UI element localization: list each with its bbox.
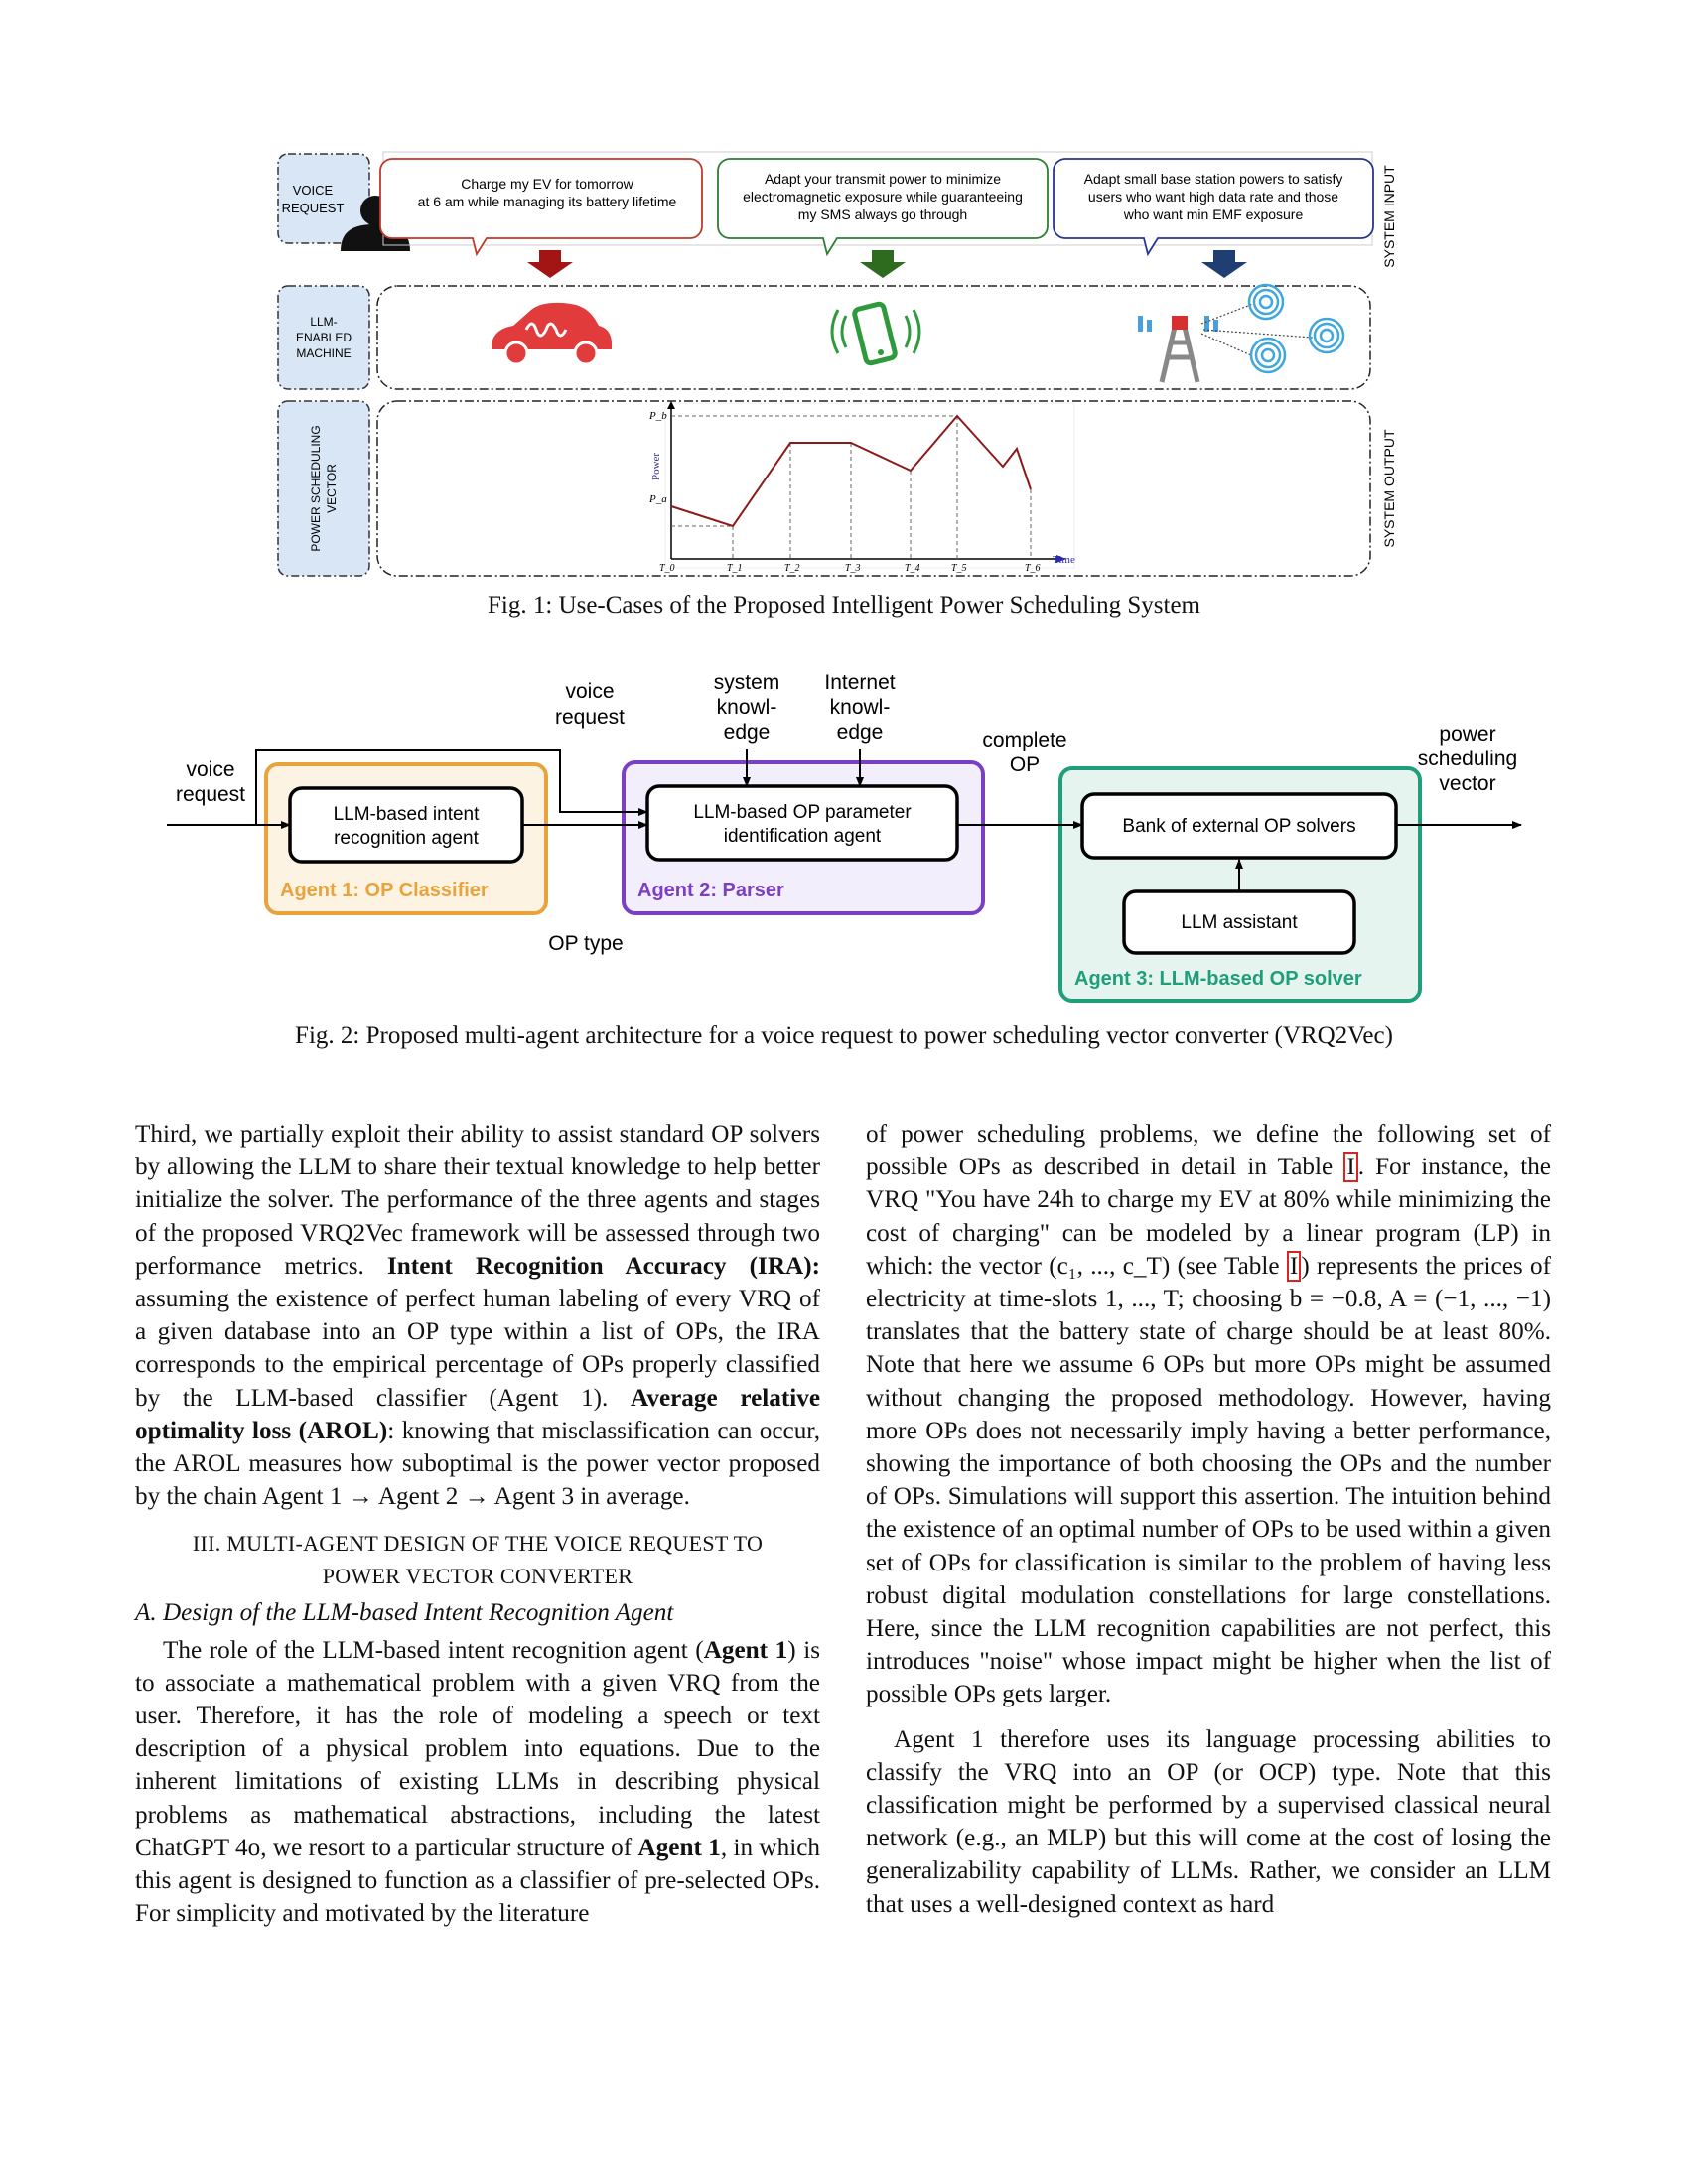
svg-text:Bank of external OP solvers: Bank of external OP solvers: [1122, 816, 1355, 837]
figure-1: VOICE REQUEST LLM- ENABLED MACHINE POWER…: [277, 151, 1397, 577]
agent-1-label: Agent 1: OP Classifier: [280, 880, 489, 901]
subsection-heading: A. Design of the LLM-based Intent Recogn…: [135, 1599, 674, 1627]
svg-text:request: request: [555, 706, 625, 729]
base-station-icon: [1138, 283, 1345, 383]
svg-text:knowl-: knowl-: [717, 696, 777, 719]
svg-text:LLM-: LLM-: [310, 315, 337, 329]
svg-text:MACHINE: MACHINE: [296, 346, 351, 360]
svg-text:Time: Time: [1053, 554, 1075, 566]
agent-1-box: [288, 786, 524, 864]
svg-text:Adapt small base station power: Adapt small base station powers to satis…: [1084, 171, 1343, 187]
svg-text:LLM-based intent: LLM-based intent: [334, 804, 481, 825]
svg-text:voice: voice: [565, 680, 614, 703]
svg-text:edge: edge: [837, 721, 884, 744]
right-paragraph-1: of power scheduling problems, we define …: [866, 1121, 1551, 1708]
power-plot: P_b P_a Power Time T_0 T_1 T_2 T_3 T_4 T…: [648, 401, 1075, 574]
svg-text:P_a: P_a: [648, 493, 667, 505]
svg-text:at 6 am while managing its bat: at 6 am while managing its battery lifet…: [418, 194, 677, 209]
svg-text:edge: edge: [724, 721, 771, 744]
svg-text:complete: complete: [982, 729, 1066, 751]
svg-text:T_3: T_3: [845, 563, 861, 574]
left-paragraph-2: The role of the LLM-based intent recogni…: [135, 1636, 821, 1928]
svg-text:T_6: T_6: [1025, 563, 1041, 574]
agent-2-label: Agent 2: Parser: [637, 880, 784, 901]
svg-text:my SMS always go through: my SMS always go through: [798, 206, 967, 222]
figure-2-caption: Fig. 2: Proposed multi-agent architectur…: [295, 1023, 1393, 1049]
y-axis-arrowhead: [667, 401, 675, 409]
figure-2: LLM-based intent recognition agent Agent…: [167, 671, 1522, 1003]
svg-text:T_2: T_2: [784, 563, 800, 574]
svg-text:POWER SCHEDULING: POWER SCHEDULING: [309, 425, 323, 551]
svg-text:voice: voice: [186, 758, 234, 781]
agent-2-box: [645, 784, 959, 862]
down-arrow-blue: [1201, 250, 1247, 278]
system-output-label: SYSTEM OUTPUT: [1381, 429, 1397, 547]
section-heading: III. MULTI-AGENT DESIGN OF THE VOICE REQ…: [192, 1531, 764, 1589]
svg-text:identification agent: identification agent: [724, 826, 882, 847]
down-arrow-green: [860, 250, 906, 278]
x-axis-arrowhead: [1056, 555, 1066, 563]
svg-text:ENABLED: ENABLED: [296, 331, 352, 344]
svg-text:Internet: Internet: [824, 671, 895, 694]
row-label-voice-line1: VOICE: [293, 183, 334, 198]
svg-text:Power: Power: [650, 453, 662, 480]
svg-text:P_b: P_b: [648, 410, 667, 422]
svg-text:users who want high data rate: users who want high data rate and those: [1088, 189, 1338, 205]
svg-text:T_0: T_0: [659, 563, 675, 574]
svg-text:VECTOR: VECTOR: [325, 464, 339, 513]
svg-text:T_5: T_5: [951, 563, 967, 574]
svg-text:T_1: T_1: [727, 563, 743, 574]
svg-text:system: system: [714, 671, 780, 694]
row-label-power-vector: POWER SCHEDULING VECTOR: [277, 400, 370, 577]
agent-1-container: LLM-based intent recognition agent Agent…: [264, 762, 548, 915]
svg-text:LLM-based OP parameter: LLM-based OP parameter: [693, 802, 912, 823]
power-curve: [670, 414, 1032, 528]
figure-1-caption: Fig. 1: Use-Cases of the Proposed Intell…: [488, 592, 1200, 618]
svg-text:OP: OP: [1010, 753, 1040, 776]
svg-text:Charge my EV for tomorrow: Charge my EV for tomorrow: [461, 176, 633, 192]
car-icon: [492, 302, 612, 366]
row-label-voice-request: VOICE REQUEST: [277, 153, 370, 244]
agent-3-label: Agent 3: LLM-based OP solver: [1074, 968, 1362, 990]
row-label-llm-machine: LLM- ENABLED MACHINE: [277, 285, 370, 390]
svg-text:vector: vector: [1439, 772, 1495, 795]
left-column: Third, we partially exploit their abilit…: [135, 1118, 820, 1930]
table-reference-link[interactable]: I: [1343, 1152, 1358, 1183]
agent-3-container: Bank of external OP solvers LLM assistan…: [1058, 766, 1422, 1003]
svg-text:power: power: [1439, 723, 1495, 746]
right-column: of power scheduling problems, we define …: [866, 1118, 1551, 1921]
system-input-label: SYSTEM INPUT: [1381, 165, 1397, 268]
left-paragraph-1: Third, we partially exploit their abilit…: [135, 1121, 821, 1511]
svg-text:request: request: [176, 783, 245, 806]
svg-text:who want min EMF exposure: who want min EMF exposure: [1123, 206, 1304, 222]
phone-icon: [830, 301, 921, 366]
svg-text:Adapt your transmit power to m: Adapt your transmit power to minimize: [765, 171, 1001, 187]
svg-text:recognition agent: recognition agent: [334, 828, 479, 849]
agent-2-container: LLM-based OP parameter identification ag…: [622, 760, 985, 915]
svg-text:knowl-: knowl-: [830, 696, 891, 719]
op-type-label: OP type: [548, 932, 624, 955]
row-label-voice-line2: REQUEST: [282, 201, 345, 215]
table-reference-link[interactable]: I: [1286, 1250, 1302, 1282]
down-arrow-red: [527, 250, 573, 278]
svg-text:scheduling: scheduling: [1418, 748, 1517, 770]
speech-bubble-base-station: Adapt small base station powers to satis…: [1053, 158, 1374, 257]
svg-text:electromagnetic exposure while: electromagnetic exposure while guarantee…: [743, 189, 1023, 205]
speech-bubble-ev: Charge my EV for tomorrow at 6 am while …: [379, 158, 703, 257]
svg-text:T_4: T_4: [905, 563, 920, 574]
speech-bubble-phone: Adapt your transmit power to minimize el…: [717, 158, 1049, 257]
right-paragraph-2: Agent 1 therefore uses its language proc…: [866, 1725, 1551, 1918]
svg-text:LLM assistant: LLM assistant: [1181, 912, 1298, 933]
